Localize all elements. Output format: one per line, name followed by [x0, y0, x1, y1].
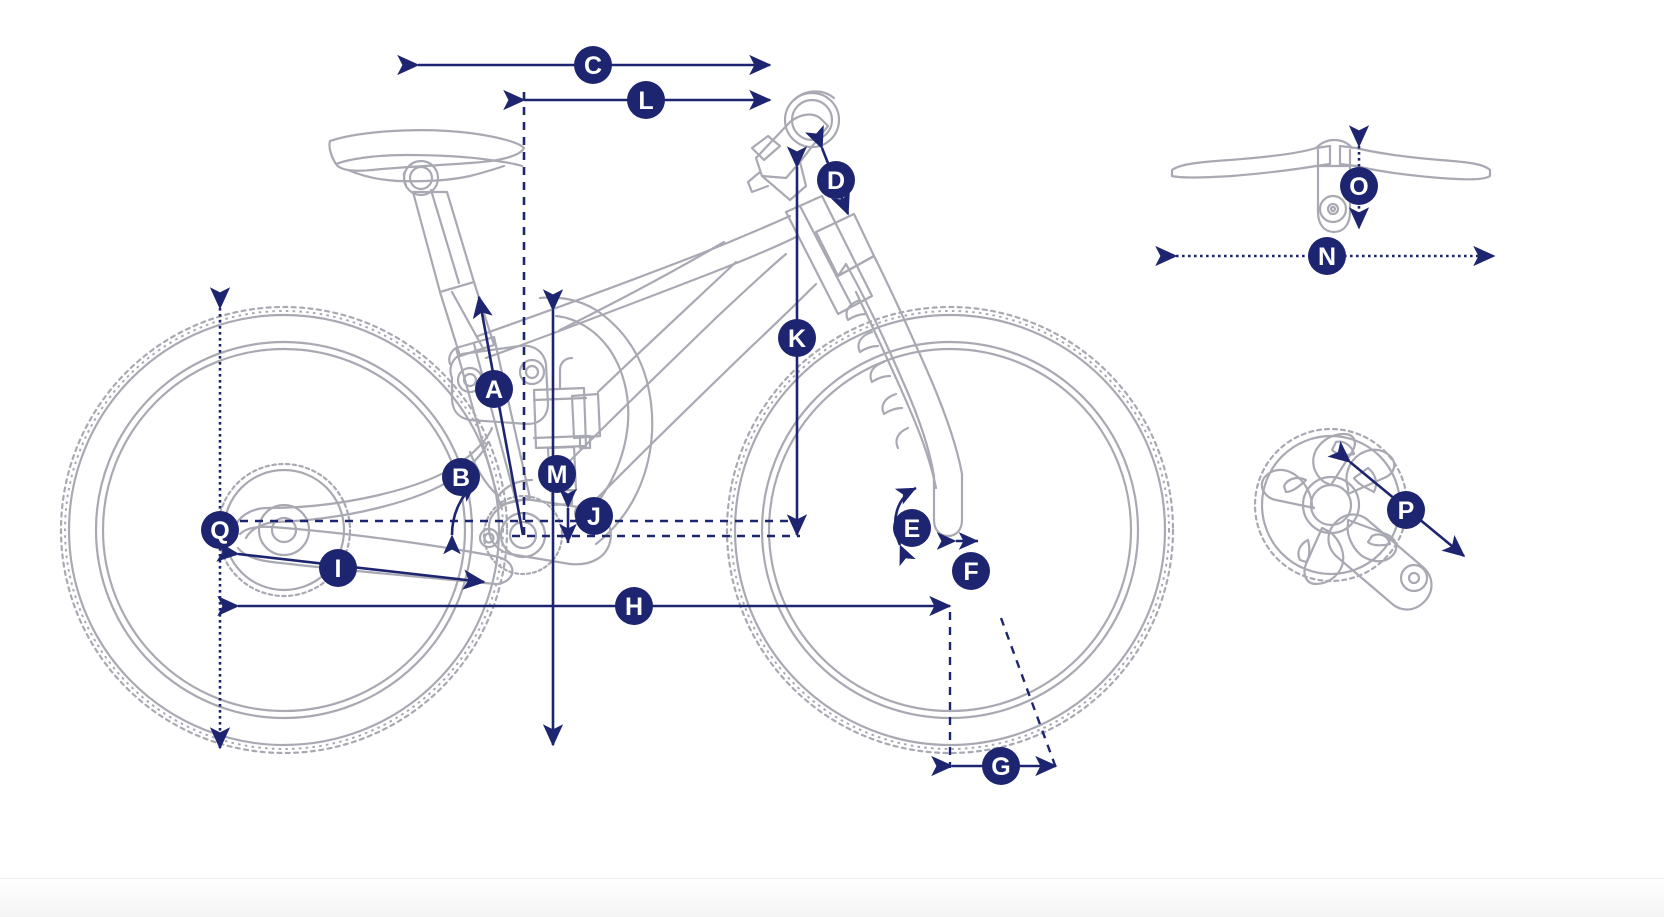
label-badge-m[interactable]: M	[538, 455, 576, 493]
label-circle-q	[201, 511, 239, 549]
label-badge-j[interactable]: J	[575, 497, 613, 535]
label-badge-k[interactable]: K	[778, 319, 816, 357]
label-circle-b	[442, 458, 480, 496]
label-badge-n[interactable]: N	[1308, 237, 1346, 275]
label-letter-l: L	[638, 87, 653, 115]
label-letter-h: H	[625, 593, 643, 621]
label-circle-d	[817, 161, 855, 199]
label-badge-o[interactable]: O	[1340, 167, 1378, 205]
label-circle-f	[952, 552, 990, 590]
label-circle-o	[1340, 167, 1378, 205]
dim-line-i	[216, 541, 486, 590]
label-circle-l	[627, 81, 665, 119]
label-badge-q[interactable]: Q	[201, 511, 239, 549]
label-circle-i	[319, 549, 357, 587]
label-badge-g[interactable]: G	[982, 747, 1020, 785]
label-circle-c	[574, 46, 612, 84]
label-letter-k: K	[788, 325, 806, 353]
label-circle-n	[1308, 237, 1346, 275]
label-letter-d: D	[827, 167, 845, 195]
label-badge-l[interactable]: L	[627, 81, 665, 119]
label-badge-i[interactable]: I	[319, 549, 357, 587]
label-badge-f[interactable]: F	[952, 552, 990, 590]
label-badge-e[interactable]: E	[893, 509, 931, 547]
handlebar-front-view	[1170, 138, 1492, 234]
label-letter-f: F	[963, 558, 978, 586]
label-circle-m	[538, 455, 576, 493]
label-letter-o: O	[1349, 173, 1368, 201]
dim-line-a	[472, 295, 525, 536]
label-circle-k	[778, 319, 816, 357]
label-letter-p: P	[1398, 497, 1415, 525]
frame-main-body	[538, 296, 654, 546]
label-badge-a[interactable]: A	[475, 370, 513, 408]
label-letter-q: Q	[210, 517, 229, 545]
label-circle-e	[893, 509, 931, 547]
label-letter-m: M	[547, 461, 568, 489]
label-badge-h[interactable]: H	[615, 587, 653, 625]
label-circle-p	[1387, 491, 1425, 529]
label-badge-p[interactable]: P	[1387, 491, 1425, 529]
label-circle-j	[575, 497, 613, 535]
label-letter-n: N	[1318, 243, 1336, 271]
label-letter-a: A	[485, 376, 503, 404]
label-letter-i: I	[335, 555, 342, 583]
label-circle-a	[475, 370, 513, 408]
label-badge-b[interactable]: B	[442, 458, 480, 496]
label-letter-c: C	[584, 52, 602, 80]
steering-axis-reference	[999, 617, 1058, 769]
frame-inner-detail	[558, 240, 738, 394]
label-letter-e: E	[904, 515, 921, 543]
label-badge-d[interactable]: D	[817, 161, 855, 199]
label-letter-g: G	[991, 753, 1010, 781]
top-tube	[476, 214, 800, 360]
label-circle-g	[982, 747, 1020, 785]
label-badge-c[interactable]: C	[574, 46, 612, 84]
label-letter-j: J	[587, 503, 601, 531]
label-circle-h	[615, 587, 653, 625]
label-letter-b: B	[452, 464, 470, 492]
saddle	[328, 129, 526, 187]
footer-band	[0, 878, 1664, 917]
